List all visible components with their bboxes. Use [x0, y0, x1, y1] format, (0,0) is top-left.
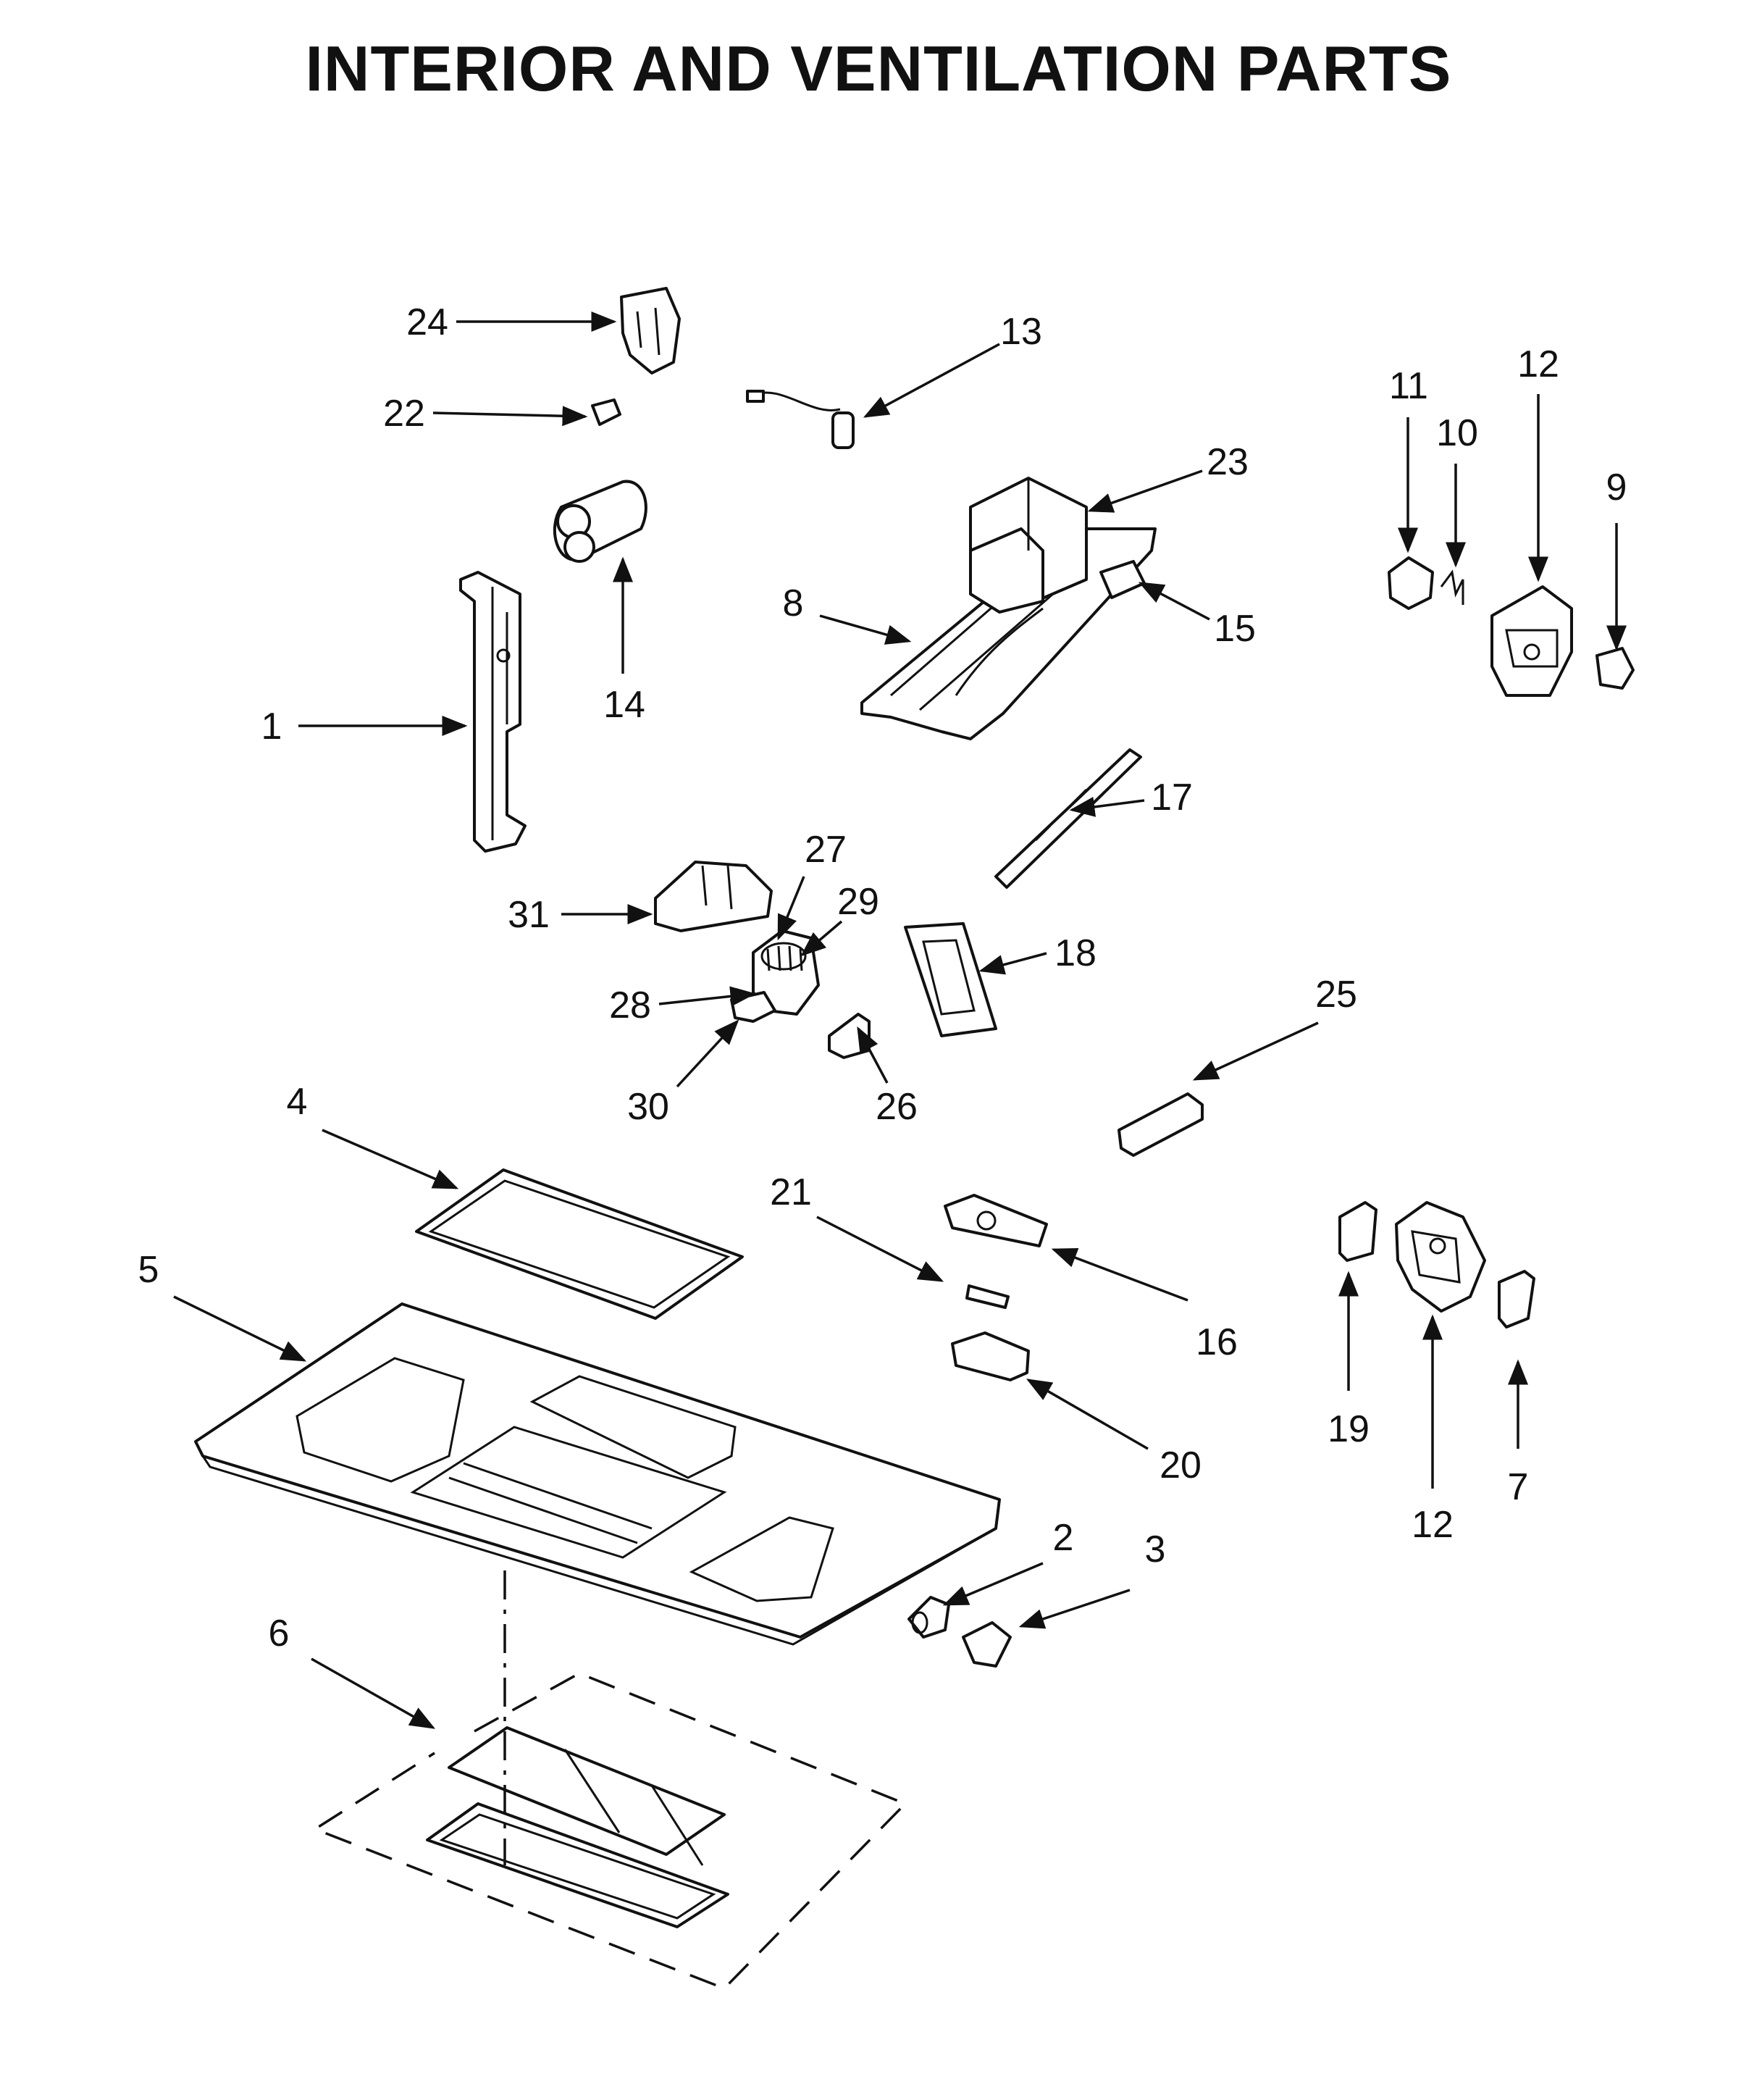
part-4-waveguide-cover	[415, 1168, 744, 1320]
label-14: 14	[603, 684, 645, 726]
leader-2	[942, 1562, 1044, 1606]
leader-8	[819, 614, 912, 645]
label-12-bottom: 12	[1412, 1504, 1454, 1546]
label-2: 2	[1053, 1517, 1074, 1559]
label-31: 31	[508, 894, 550, 936]
label-23: 23	[1207, 441, 1249, 483]
leader-23	[1087, 469, 1203, 513]
part-3-hinge	[962, 1621, 1012, 1668]
part-12-interlock-top	[1490, 585, 1573, 697]
part-23-transformer	[969, 477, 1088, 614]
label-7: 7	[1508, 1466, 1529, 1508]
label-17: 17	[1151, 777, 1193, 819]
label-27: 27	[805, 829, 847, 871]
label-11: 11	[1389, 365, 1428, 407]
part-17-slider	[994, 748, 1142, 889]
part-13-sensor-wire	[746, 390, 855, 449]
leader-20	[1026, 1379, 1149, 1450]
label-20: 20	[1160, 1444, 1202, 1486]
label-3: 3	[1145, 1528, 1166, 1570]
leader-4	[322, 1129, 459, 1189]
label-12-top: 12	[1517, 343, 1559, 385]
leader-6	[311, 1657, 436, 1729]
part-12-interlock-bottom	[1395, 1201, 1486, 1313]
part-10-spring	[1440, 569, 1464, 605]
leader-28	[658, 986, 756, 1007]
leader-15	[1138, 582, 1210, 621]
part-31-cover	[654, 861, 773, 932]
leader-5	[173, 1295, 307, 1362]
part-6-filter-assembly	[312, 1570, 908, 1991]
label-13: 13	[1000, 311, 1042, 353]
part-16-bracket	[944, 1194, 1048, 1247]
part-11-switch	[1388, 556, 1434, 610]
leader-3	[1018, 1589, 1131, 1629]
leader-27	[777, 876, 805, 941]
part-1-support-bar	[459, 571, 527, 853]
label-10: 10	[1436, 412, 1478, 454]
part-22-clip	[591, 398, 621, 426]
leader-22	[432, 406, 588, 427]
label-4: 4	[287, 1081, 308, 1123]
leader-29	[800, 920, 843, 957]
part-24-bracket	[620, 287, 681, 375]
part-25-bracket	[1117, 1092, 1204, 1157]
leader-16	[1051, 1248, 1188, 1302]
leader-30	[676, 1019, 739, 1088]
label-5: 5	[138, 1249, 159, 1291]
page-title: INTERIOR AND VENTILATION PARTS	[305, 33, 1452, 104]
label-29: 29	[837, 881, 879, 923]
label-22: 22	[383, 393, 425, 435]
label-6: 6	[269, 1612, 290, 1655]
part-18-plate	[904, 922, 997, 1037]
part-2-hinge	[907, 1596, 950, 1639]
label-25: 25	[1315, 974, 1357, 1016]
part-19-switch	[1338, 1201, 1377, 1262]
label-30: 30	[627, 1086, 669, 1128]
label-26: 26	[876, 1086, 918, 1128]
label-16: 16	[1196, 1321, 1238, 1363]
leader-17	[1069, 797, 1145, 817]
part-7-switch	[1498, 1270, 1535, 1329]
part-14-capacitor	[553, 480, 647, 563]
leader-13	[863, 343, 1000, 418]
label-1: 1	[261, 706, 282, 748]
label-18: 18	[1054, 932, 1096, 974]
label-21: 21	[770, 1171, 812, 1213]
label-8: 8	[783, 582, 804, 624]
part-20-switch	[951, 1331, 1030, 1381]
leader-25	[1192, 1021, 1319, 1081]
label-15: 15	[1214, 608, 1256, 650]
label-19: 19	[1328, 1408, 1370, 1450]
leader-21	[816, 1216, 944, 1282]
label-24: 24	[406, 301, 448, 343]
leader-26	[857, 1026, 889, 1084]
leader-18	[978, 952, 1047, 975]
label-28: 28	[609, 984, 651, 1026]
label-9: 9	[1606, 467, 1627, 509]
part-9-switch	[1595, 647, 1635, 690]
part-5-cavity-top	[194, 1302, 1001, 1646]
part-21-pin	[965, 1284, 1010, 1309]
